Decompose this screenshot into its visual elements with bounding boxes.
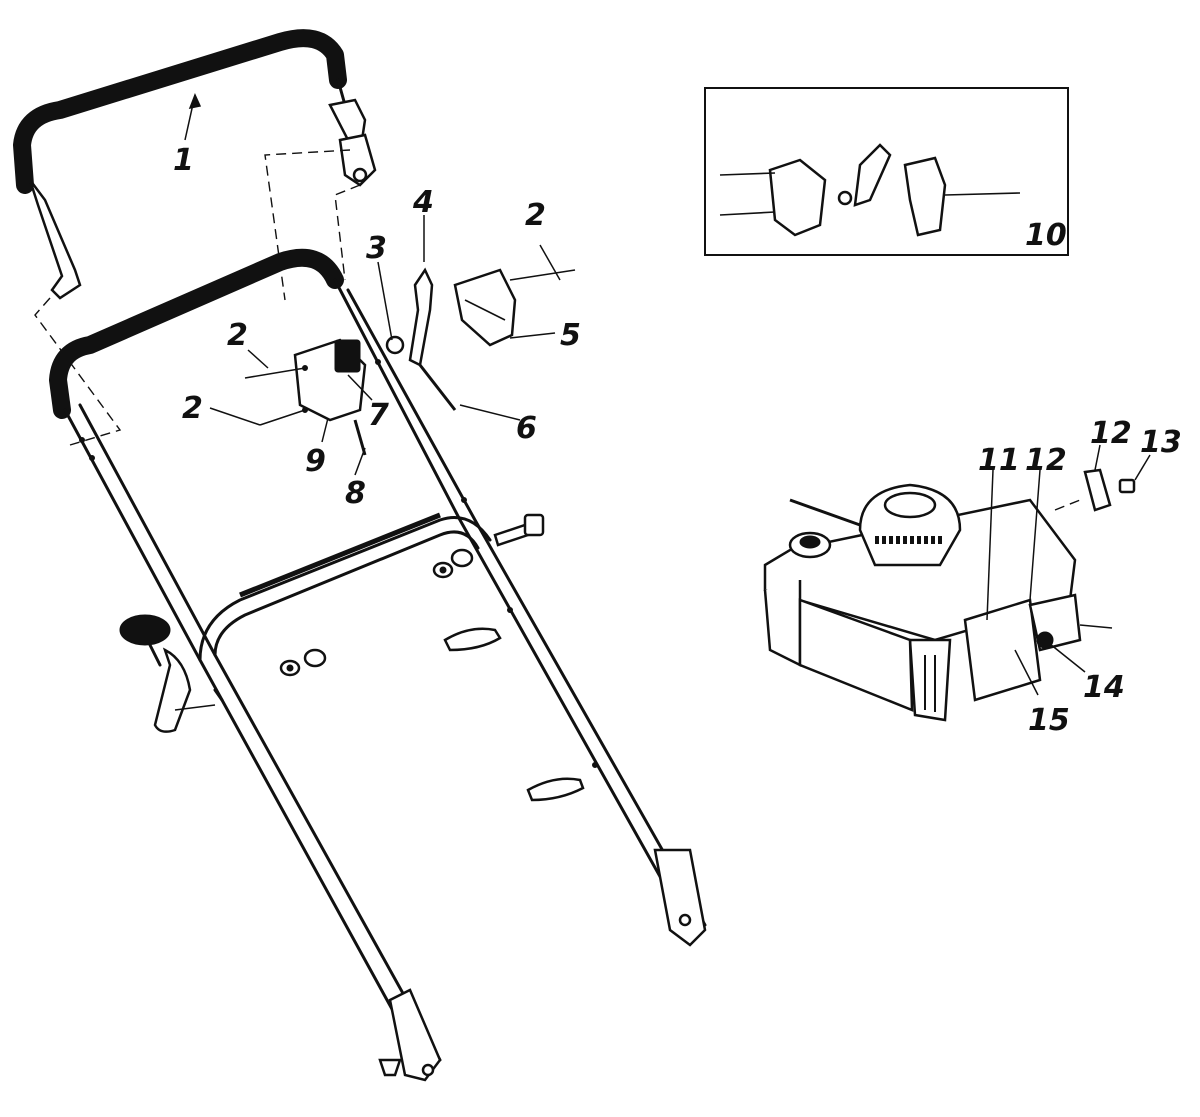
leader-1-arrow — [188, 93, 202, 110]
cable-guide-lower — [526, 777, 585, 802]
callout-1: 1 — [173, 143, 194, 178]
callout-2-top-right: 2 — [525, 198, 546, 233]
leader-9 — [321, 417, 329, 443]
callout-12-middle: 12 — [1025, 443, 1067, 478]
leader-11 — [986, 469, 994, 621]
bolt-and-nuts-right — [432, 513, 545, 579]
callout-14: 14 — [1083, 670, 1125, 705]
callout-2-middle: 2 — [227, 318, 248, 353]
callout-12-top: 12 — [1090, 416, 1132, 451]
leader-8 — [354, 447, 366, 476]
control-housing-left — [244, 338, 367, 456]
callout-10: 10 — [1025, 218, 1067, 253]
callout-15: 15 — [1028, 703, 1070, 738]
leader-2a — [539, 244, 561, 281]
leader-3 — [377, 261, 393, 341]
callout-13: 13 — [1140, 425, 1182, 460]
handle-knob — [119, 614, 224, 733]
engine — [763, 468, 1136, 722]
alignment-line-left — [34, 297, 122, 446]
callout-4: 4 — [412, 185, 434, 220]
leader-12b — [1029, 469, 1041, 601]
inset-box-10 — [704, 87, 1069, 256]
callout-3: 3 — [366, 231, 387, 266]
callout-9: 9 — [305, 444, 326, 479]
cable-guide-upper — [443, 627, 502, 652]
lower-handle-frame — [49, 248, 707, 1082]
callout-6: 6 — [516, 411, 537, 446]
alignment-line-right — [264, 149, 351, 301]
nuts-left — [279, 648, 327, 677]
control-lever-right — [385, 267, 576, 411]
callout-11: 11 — [978, 443, 1020, 478]
leader-7 — [347, 374, 373, 401]
leader-6 — [459, 404, 521, 421]
leader-5 — [509, 332, 556, 339]
leader-14 — [1044, 639, 1086, 673]
leader-2b — [247, 349, 269, 369]
callout-5: 5 — [560, 318, 581, 353]
alignment-line-right-2 — [334, 184, 361, 281]
leader-12a — [1094, 444, 1101, 471]
leader-15 — [1014, 649, 1039, 696]
leader-13 — [1134, 454, 1151, 481]
leader-2c — [209, 407, 261, 426]
callout-8: 8 — [345, 476, 366, 511]
callout-2-lower: 2 — [182, 391, 203, 426]
callout-7: 7 — [368, 398, 389, 433]
upper-handle — [13, 29, 377, 300]
